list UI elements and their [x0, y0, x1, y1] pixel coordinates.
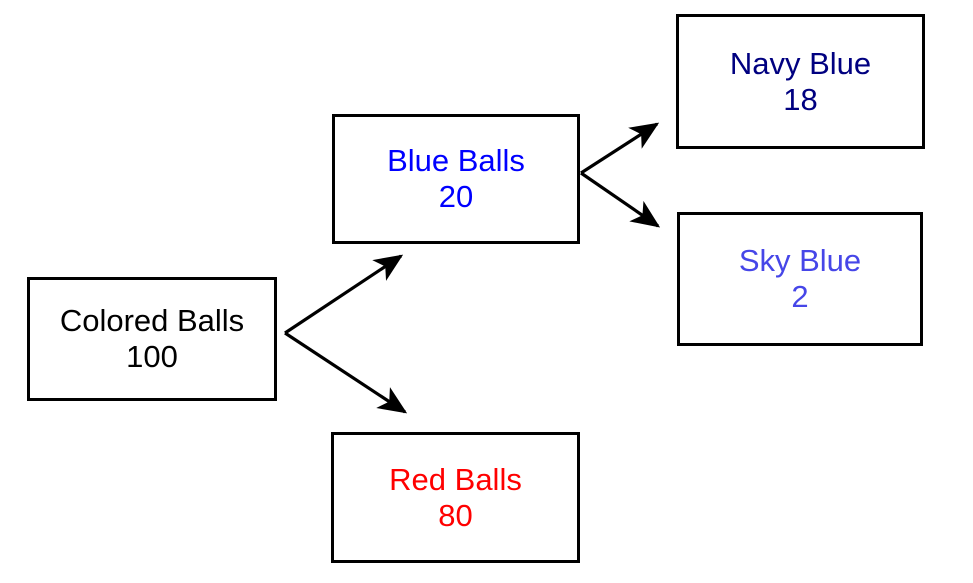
node-value: 100 — [126, 339, 178, 374]
node-label: Blue Balls — [387, 143, 525, 179]
node-value: 80 — [438, 497, 473, 533]
node-blue-balls[interactable]: Blue Balls 20 — [332, 114, 580, 244]
edge-blue-to-sky — [580, 171, 661, 228]
node-value: 2 — [791, 279, 809, 314]
node-label: Sky Blue — [738, 243, 862, 279]
node-colored-balls[interactable]: Colored Balls 100 — [27, 277, 277, 401]
edge-root-to-blue — [284, 254, 404, 335]
node-label: Navy Blue — [729, 45, 872, 81]
edge-blue-to-navy — [580, 122, 660, 175]
edge-root-to-red — [284, 331, 408, 414]
node-navy-blue[interactable]: Navy Blue 18 — [676, 14, 925, 149]
node-label: Colored Balls — [59, 303, 245, 339]
node-sky-blue[interactable]: Sky Blue 2 — [677, 212, 923, 346]
node-value: 20 — [438, 179, 474, 214]
node-red-balls[interactable]: Red Balls 80 — [331, 432, 580, 563]
node-label: Red Balls — [389, 461, 522, 497]
node-value: 18 — [783, 81, 818, 117]
